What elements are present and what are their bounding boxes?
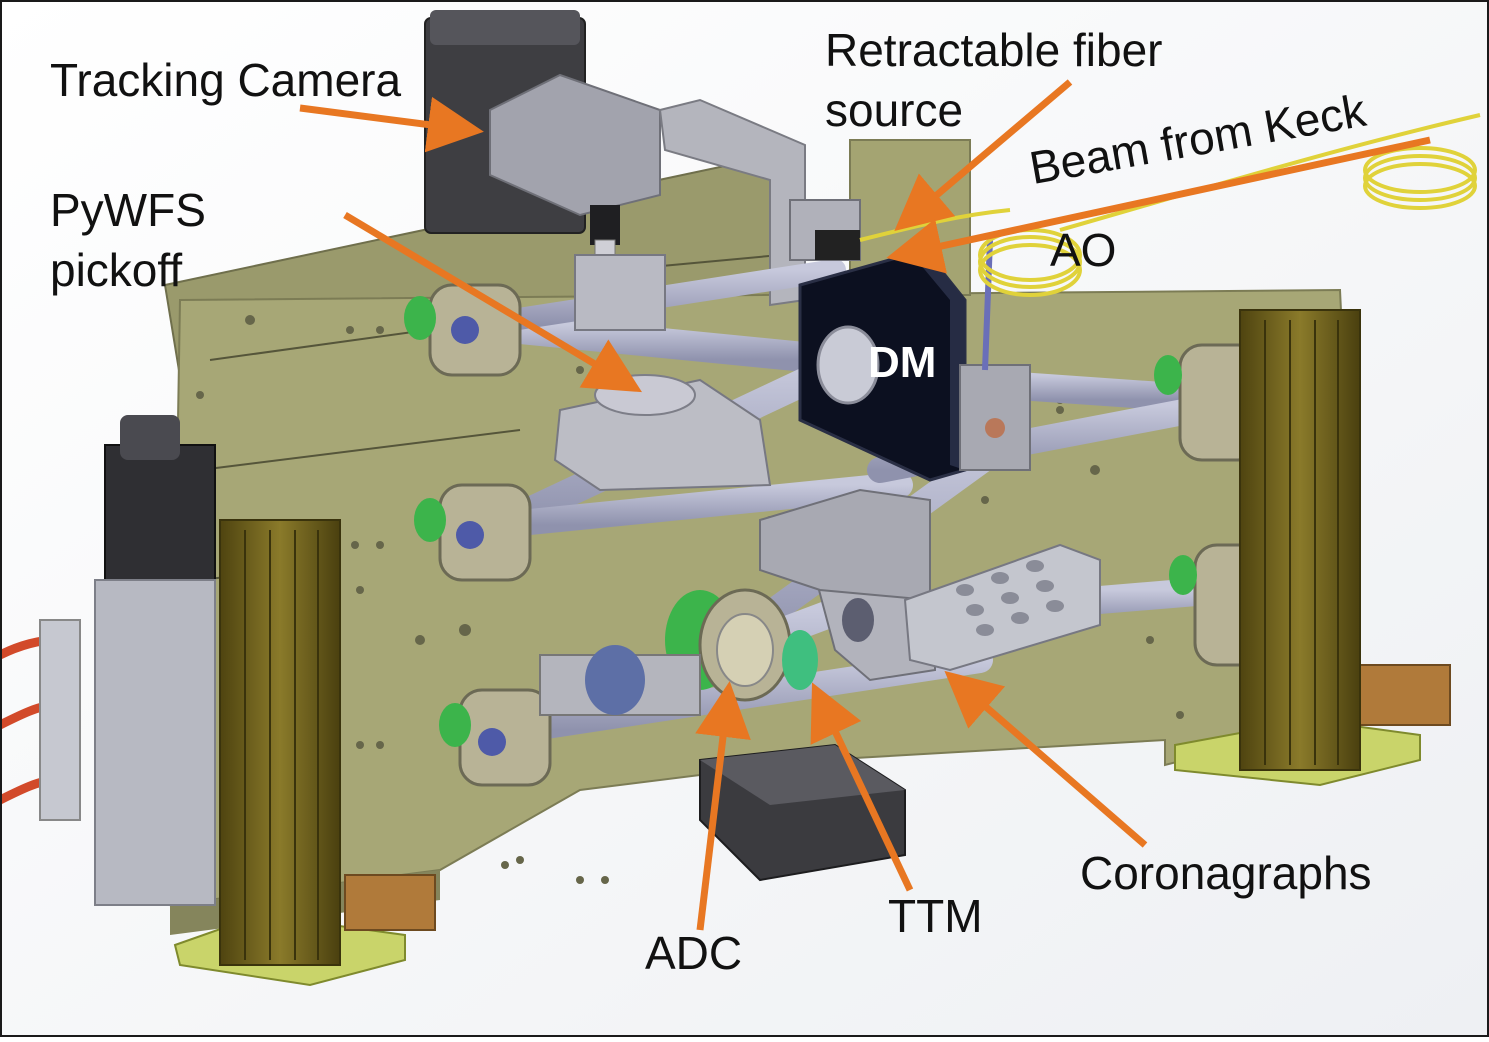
bronze-block	[344, 874, 436, 931]
camera-mount-side	[658, 98, 806, 307]
camera-mount	[489, 73, 661, 217]
arrow-beam	[886, 136, 1431, 274]
label-beam-line2: AO	[1050, 224, 1117, 276]
mirror-mount	[414, 483, 532, 582]
post-right	[1239, 309, 1361, 771]
label-adc: ADC	[645, 927, 743, 979]
mirror-mount	[439, 688, 552, 787]
arrow-pywfs	[343, 211, 643, 393]
lower-box-top	[700, 745, 905, 805]
pickoff-stand	[574, 254, 666, 331]
dm-mount-edge	[915, 250, 965, 470]
fiber-source-plug	[815, 230, 860, 260]
label-pywfs-line2: pickoff	[50, 244, 183, 296]
arrow-adc	[695, 681, 751, 931]
plate-slot	[199, 429, 521, 471]
coronagraph-holes	[956, 560, 1064, 636]
arrow-ttm	[810, 682, 914, 892]
post-ribs	[244, 530, 319, 960]
post-ribs	[1264, 320, 1339, 765]
camera-top	[430, 10, 580, 45]
bronze-block	[1359, 664, 1451, 726]
adc-assembly	[539, 588, 818, 716]
dm-aperture	[816, 325, 880, 405]
arrow-coronagraphs	[944, 670, 1148, 848]
coronagraph-plate	[903, 543, 1101, 672]
camera-lens	[590, 205, 620, 245]
label-coronagraphs: Coronagraphs	[1080, 847, 1372, 899]
label-pywfs-line1: PyWFS	[50, 184, 206, 236]
blue-cable	[982, 239, 993, 371]
dm-side-port	[985, 418, 1005, 438]
fiber-coil	[859, 113, 1481, 297]
connector-block	[39, 619, 81, 821]
label-fiber-source-line1: Retractable fiber	[825, 24, 1163, 76]
label-ttm: TTM	[888, 890, 983, 942]
label-dm: DM	[868, 338, 937, 387]
side-panel	[94, 579, 216, 906]
motor-cap	[120, 415, 180, 460]
post-left	[219, 519, 341, 966]
arrow-tracking-camera	[299, 96, 484, 153]
arrow-fiber-source	[894, 79, 1073, 232]
callout-arrows	[299, 79, 1431, 931]
label-fiber-source-line2: source	[825, 84, 964, 136]
label-tracking-camera: Tracking Camera	[50, 54, 402, 106]
pywfs-pickoff-disk	[594, 374, 696, 416]
ttm-aperture	[842, 598, 874, 642]
dm-side-box	[959, 364, 1031, 471]
